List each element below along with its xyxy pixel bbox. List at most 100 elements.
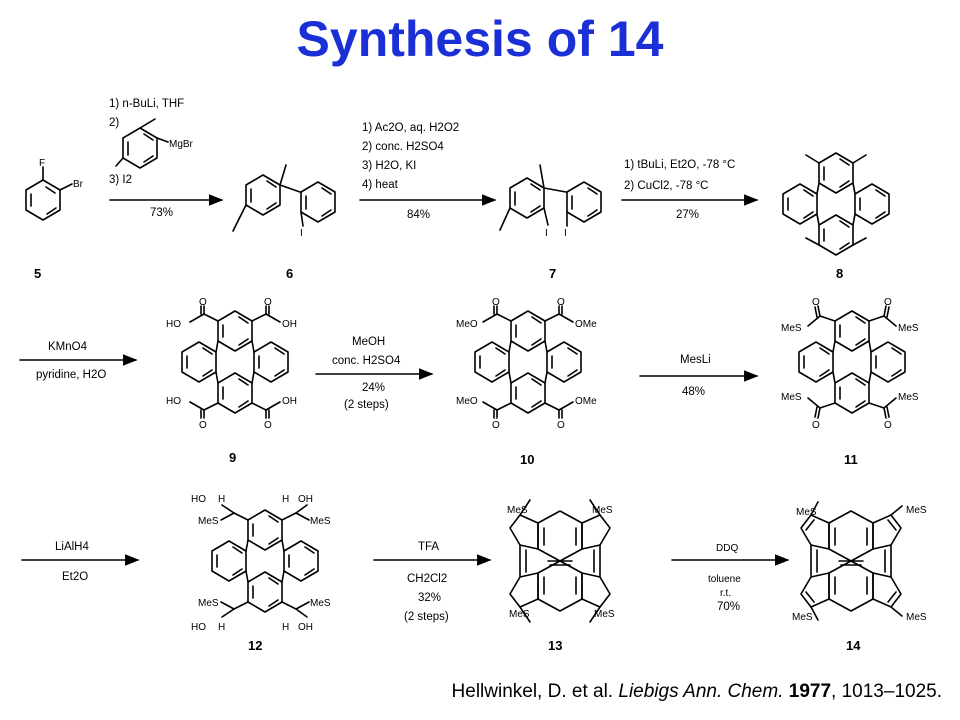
compound-number: 6 [286,266,293,281]
step1-condition: 3) I2 [109,174,132,186]
atom-label: MeS [781,392,802,403]
atom-label: H [218,622,225,633]
atom-label: I [300,228,303,239]
atom-label: OH [298,622,313,633]
atom-label: MeS [796,507,817,518]
step4-reagent: KMnO4 [48,341,88,353]
step1-condition: 1) n-BuLi, THF [109,98,184,110]
step2-condition: 2) conc. H2SO4 [362,141,444,153]
citation-authors: Hellwinkel, D. et al. [451,681,619,702]
citation: Hellwinkel, D. et al. Liebigs Ann. Chem.… [0,681,960,703]
structure-11 [798,305,906,419]
step8-yield: 32% [418,592,441,604]
step9-yield: 70% [717,601,740,613]
step3-yield: 27% [676,209,699,221]
atom-label: OH [298,494,313,505]
atom-label: O [557,297,565,308]
atom-label: O [812,297,820,308]
atom-label: OH [282,319,297,330]
structure-12 [211,504,319,618]
atom-label: OH [282,396,297,407]
atom-label: MeS [906,612,927,623]
atom-label: Br [73,179,84,190]
citation-journal: Liebigs Ann. Chem. [618,681,784,702]
atom-label: O [264,297,272,308]
atom-label: O [492,297,500,308]
atom-label: MeS [792,612,813,623]
structure-10 [474,305,582,419]
step5-reagent: MeOH [352,336,385,348]
compound-number: 12 [248,638,262,653]
step2-condition: 4) heat [362,179,399,191]
atom-label: MeS [594,609,615,620]
structure-9 [181,305,289,419]
structure-grignard [115,118,169,169]
title-part-1: Synthesis [296,11,533,67]
atom-label: MeS [906,505,927,516]
atom-label: MeS [898,323,919,334]
structure-7 [499,164,602,231]
structure-13 [509,499,611,623]
atom-label: H [282,622,289,633]
step8-solvent: CH2Cl2 [407,573,447,585]
compound-number: 8 [836,266,843,281]
atom-label: OMe [575,396,597,407]
citation-pages: , 1013–1025. [831,681,942,702]
atom-label: MgBr [169,139,194,150]
step5-note: (2 steps) [344,399,389,411]
step4-solvent: pyridine, H2O [36,369,106,381]
atom-label: O [812,420,820,431]
atom-label: MeO [456,319,478,330]
atom-label: HO [166,319,181,330]
atom-label: MeS [509,609,530,620]
step2-condition: 3) H2O, KI [362,160,416,172]
step1-yield: 73% [150,207,173,219]
step6-reagent: MesLi [680,354,711,366]
step3-condition: 1) tBuLi, Et2O, -78 °C [624,159,735,171]
atom-label: MeS [310,516,331,527]
step6-yield: 48% [682,386,705,398]
title-part-2: of 14 [546,11,664,67]
atom-label: MeS [198,598,219,609]
atom-label: I [545,228,548,239]
step5-yield: 24% [362,382,385,394]
compound-number: 11 [844,452,858,467]
structure-8 [782,152,890,256]
step8-note: (2 steps) [404,611,449,623]
atom-label: H [282,494,289,505]
compound-number: 14 [846,638,861,653]
step8-reagent: TFA [418,541,439,553]
step9-temp: r.t. [720,588,731,599]
atom-label: O [199,297,207,308]
compound-number: 7 [549,266,556,281]
step2-condition: 1) Ac2O, aq. H2O2 [362,122,459,134]
atom-label: HO [191,622,206,633]
citation-year: 1977 [788,681,832,702]
step2-yield: 84% [407,209,430,221]
atom-label: MeO [456,396,478,407]
compound-number: 10 [520,452,534,467]
structure-5 [25,166,73,221]
compound-number: 13 [548,638,562,653]
step9-solvent: toluene [708,574,741,585]
atom-label: MeS [310,598,331,609]
step9-reagent: DDQ [716,543,738,554]
atom-label: O [199,420,207,431]
compound-number: 9 [229,450,236,465]
atom-label: H [218,494,225,505]
atom-label: OMe [575,319,597,330]
step7-reagent: LiAlH4 [55,541,89,553]
step1-condition: 2) [109,117,119,129]
step3-condition: 2) CuCl2, -78 °C [624,180,709,192]
atom-label: O [492,420,500,431]
atom-label: O [557,420,565,431]
structure-14 [800,501,903,621]
atom-label: I [564,228,567,239]
atom-label: O [264,420,272,431]
atom-label: MeS [507,505,528,516]
compound-number: 5 [34,266,41,281]
atom-label: O [884,420,892,431]
step7-solvent: Et2O [62,571,88,583]
